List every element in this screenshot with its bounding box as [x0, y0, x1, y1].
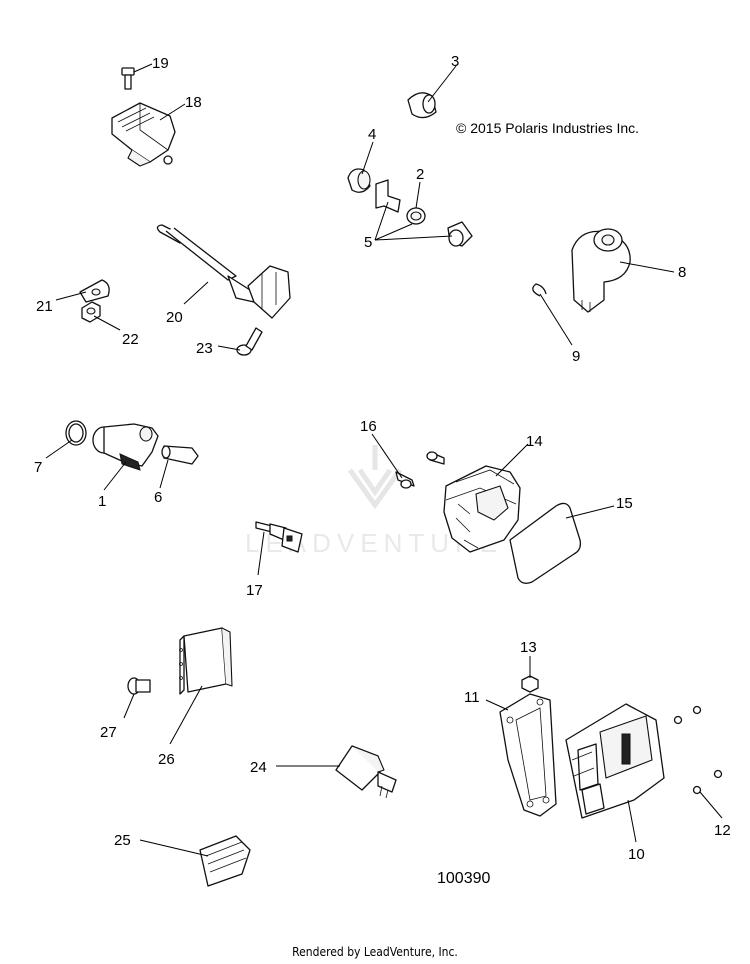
callout-15: 15 — [616, 495, 633, 512]
callout-21: 21 — [36, 298, 53, 315]
part-16-screw[interactable] — [395, 471, 415, 489]
part-11-mounting-plate[interactable] — [499, 693, 557, 817]
callout-16: 16 — [360, 418, 377, 435]
part-27-bolt[interactable] — [127, 677, 151, 695]
callout-7: 7 — [34, 459, 42, 476]
callout-25: 25 — [114, 832, 131, 849]
figure-id: 100390 — [437, 870, 491, 887]
callout-9: 9 — [572, 348, 580, 365]
callout-8: 8 — [678, 264, 686, 281]
callout-2: 2 — [416, 166, 424, 183]
callout-22: 22 — [122, 331, 139, 348]
callout-6: 6 — [154, 489, 162, 506]
part-20-speed-sensor-harness[interactable] — [156, 224, 291, 319]
callout-3: 3 — [451, 53, 459, 70]
callout-14: 14 — [526, 433, 543, 450]
callout-24: 24 — [250, 759, 267, 776]
part-12-screws[interactable] — [673, 705, 723, 795]
part-13-nut[interactable] — [521, 675, 539, 693]
part-14-bracket[interactable] — [443, 465, 521, 553]
copyright-notice: © 2015 Polaris Industries Inc. — [456, 120, 640, 136]
part-26-relay[interactable] — [179, 627, 233, 695]
part-25-bracket[interactable] — [199, 835, 251, 887]
part-7-o-ring[interactable] — [65, 420, 87, 446]
callout-19: 19 — [152, 55, 169, 72]
part-17-temperature-sensor[interactable] — [255, 521, 303, 553]
callout-26: 26 — [158, 751, 175, 768]
callout-23: 23 — [196, 340, 213, 357]
part-15-gasket[interactable] — [509, 502, 582, 584]
part-23-bolt[interactable] — [236, 327, 263, 356]
callout-27: 27 — [100, 724, 117, 741]
footer-credit: Rendered by LeadVenture, Inc. — [292, 945, 458, 959]
leader-lines — [45, 63, 723, 857]
part-5-sensor-kit[interactable] — [375, 179, 473, 247]
callout-5: 5 — [364, 234, 372, 251]
callout-17: 17 — [246, 582, 263, 599]
callout-11: 11 — [464, 689, 480, 706]
part-21-clamp[interactable] — [79, 279, 110, 303]
part-24-relay[interactable] — [335, 745, 397, 799]
callout-18: 18 — [185, 94, 202, 111]
part-4-grommet[interactable] — [347, 168, 371, 193]
callout-numbers: 19 18 3 4 2 5 8 9 20 21 22 23 7 1 6 16 1… — [34, 53, 731, 863]
callout-12: 12 — [714, 822, 731, 839]
callout-1: 1 — [98, 493, 106, 510]
part-6-sleeve[interactable] — [161, 445, 199, 465]
callout-10: 10 — [628, 846, 645, 863]
part-10-ecu[interactable] — [565, 703, 665, 819]
part-8-knock-sensor[interactable] — [571, 228, 631, 313]
part-18-map-sensor[interactable] — [111, 102, 176, 167]
part-1-cam-sensor[interactable] — [92, 423, 159, 471]
callout-20: 20 — [166, 309, 183, 326]
part-16-screw-2[interactable] — [426, 451, 445, 465]
part-9-retaining-clip[interactable] — [532, 283, 547, 297]
callout-4: 4 — [368, 126, 376, 143]
callout-13: 13 — [520, 639, 537, 656]
part-3-plug[interactable] — [407, 92, 437, 119]
part-19-screw[interactable] — [121, 67, 135, 90]
part-22-nut[interactable] — [81, 301, 101, 323]
